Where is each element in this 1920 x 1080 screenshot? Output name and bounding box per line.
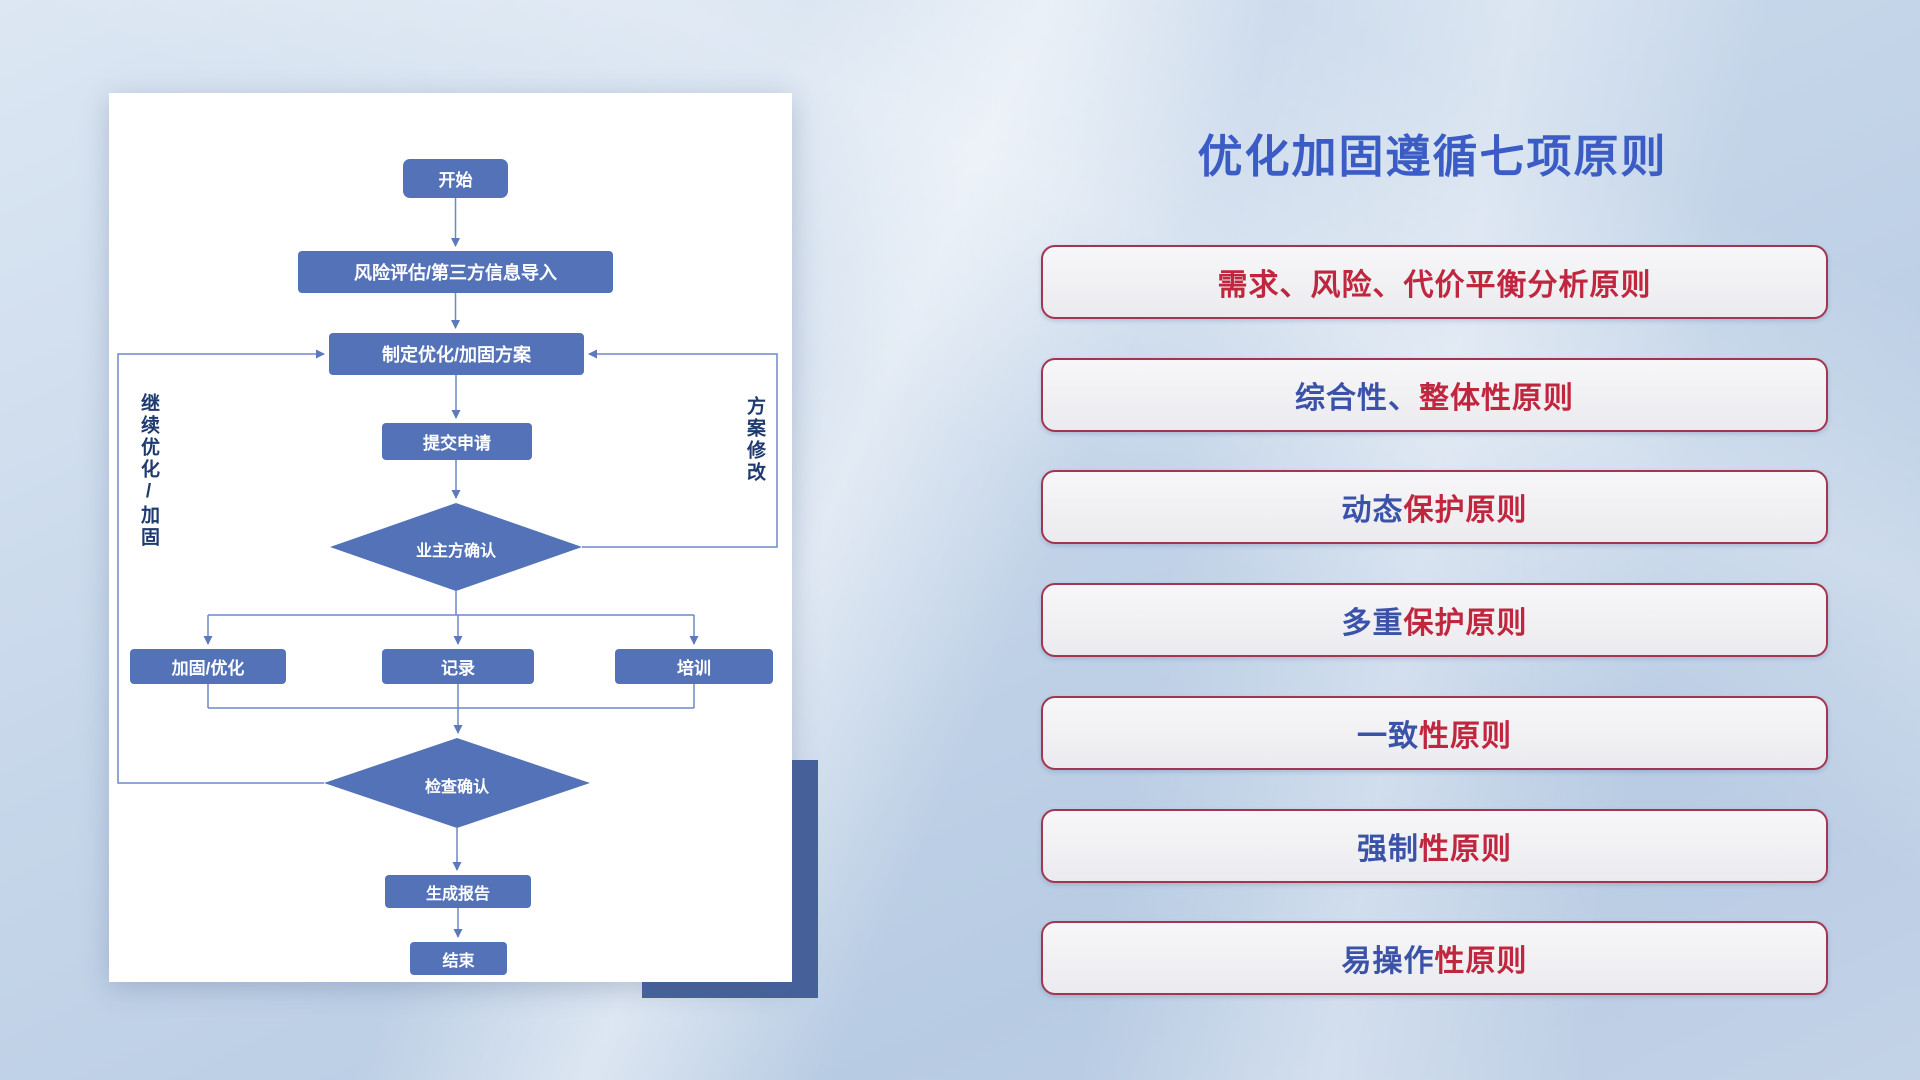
loop-label-continue-optimize: 继续优化/加固 bbox=[138, 393, 159, 549]
principle-pill-2: 综合性、整体性原则 bbox=[1041, 358, 1828, 432]
principle-segment: 保护原则 bbox=[1403, 607, 1528, 640]
flow-node-end: 结束 bbox=[410, 942, 507, 975]
page-title: 优化加固遵循七项原则 bbox=[1197, 131, 1668, 182]
flow-node-record: 记录 bbox=[382, 649, 534, 684]
principle-segment: 多重 bbox=[1341, 607, 1404, 640]
flow-node-submit: 提交申请 bbox=[382, 423, 532, 460]
flow-node-plan: 制定优化/加固方案 bbox=[329, 333, 584, 375]
flowchart-card: 开始 风险评估/第三方信息导入 制定优化/加固方案 提交申请 业主方确认 加固/… bbox=[109, 93, 792, 982]
flow-node-training: 培训 bbox=[615, 649, 773, 684]
principle-pill-7: 易操作性原则 bbox=[1041, 921, 1828, 995]
principle-pill-6: 强制性原则 bbox=[1041, 809, 1828, 883]
decision-diamond-owner bbox=[330, 503, 582, 591]
principle-segment: 强制 bbox=[1357, 833, 1419, 866]
principle-segment: 综合性、 bbox=[1295, 382, 1419, 415]
principle-pill-5: 一致性原则 bbox=[1041, 696, 1828, 770]
flowchart-connectors bbox=[117, 198, 778, 938]
principle-pill-3: 动态保护原则 bbox=[1041, 470, 1828, 544]
loop-label-plan-revision: 方案修改 bbox=[744, 396, 765, 484]
flow-node-reinforce: 加固/优化 bbox=[130, 649, 286, 684]
principle-segment: 动态 bbox=[1341, 494, 1404, 527]
flow-node-report: 生成报告 bbox=[385, 875, 531, 908]
principle-segment: 性原则 bbox=[1419, 720, 1512, 753]
principle-segment: 保护原则 bbox=[1403, 494, 1528, 527]
principle-segment: 一致 bbox=[1357, 720, 1419, 753]
principle-pill-1: 需求、风险、代价平衡分析原则 bbox=[1041, 245, 1828, 319]
principle-segment: 性原则 bbox=[1434, 945, 1528, 978]
principle-segment: 性原则 bbox=[1419, 833, 1512, 866]
principle-segment: 整体性原则 bbox=[1419, 382, 1574, 415]
principle-segment: 易操作 bbox=[1341, 945, 1435, 978]
principle-segment: 需求、风险、代价平衡分析原则 bbox=[1217, 269, 1652, 302]
decision-diamond-check bbox=[324, 738, 590, 828]
principle-pill-4: 多重保护原则 bbox=[1041, 583, 1828, 657]
flow-node-start: 开始 bbox=[403, 159, 508, 198]
flow-node-risk-import: 风险评估/第三方信息导入 bbox=[298, 251, 613, 293]
